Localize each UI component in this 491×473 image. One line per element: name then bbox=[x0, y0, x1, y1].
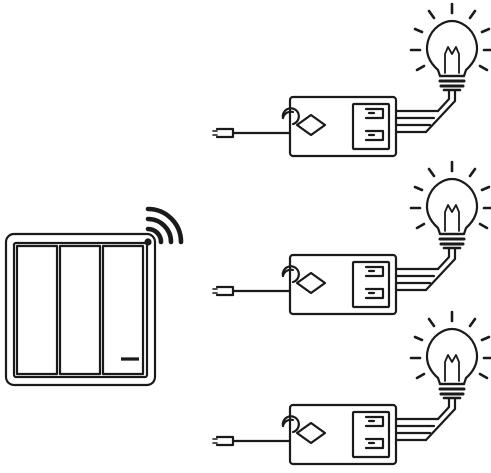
relay-receiver-icon bbox=[211, 89, 457, 158]
light-bulb-icon bbox=[409, 2, 491, 92]
rocker-middle bbox=[58, 244, 102, 376]
wifi-signal-icon bbox=[144, 206, 184, 246]
receiver-unit-3 bbox=[211, 310, 491, 466]
light-bulb-icon bbox=[409, 160, 491, 250]
signal-arc-outer bbox=[145, 206, 184, 245]
rocker-left bbox=[15, 244, 59, 376]
rocker-right bbox=[101, 244, 145, 376]
switch-outer-plate bbox=[4, 232, 157, 387]
relay-receiver-icon bbox=[211, 247, 457, 316]
signal-arc-inner bbox=[145, 226, 164, 245]
relay-receiver-icon bbox=[211, 397, 457, 466]
wall-switch bbox=[4, 232, 157, 387]
receiver-unit-2 bbox=[211, 160, 491, 316]
signal-dot bbox=[144, 238, 152, 246]
switch-inner-frame bbox=[12, 241, 149, 379]
signal-arc-middle bbox=[145, 216, 174, 245]
receiver-unit-1 bbox=[211, 2, 491, 158]
light-bulb-icon bbox=[409, 310, 491, 400]
